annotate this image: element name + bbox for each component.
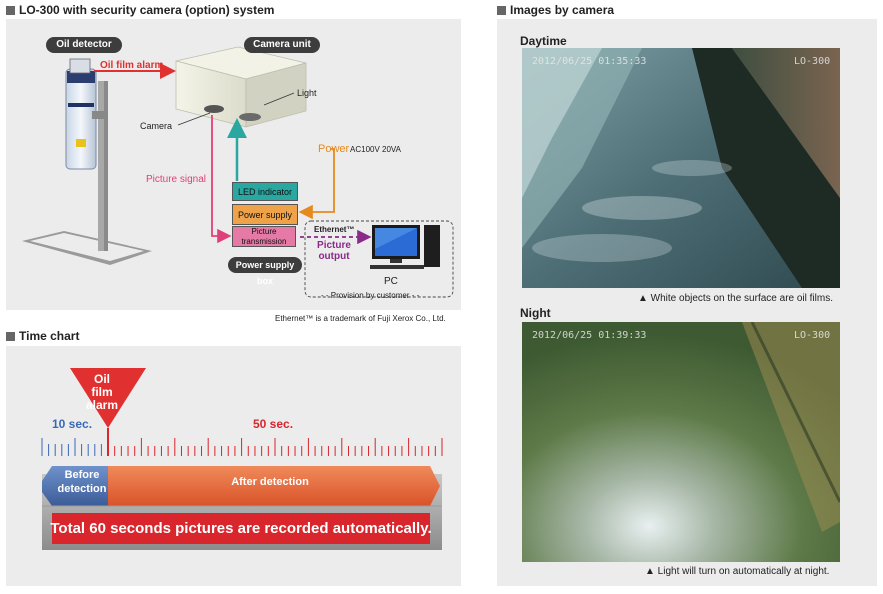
light-label: Light <box>297 88 317 98</box>
camera-unit-label: Camera unit <box>244 37 320 53</box>
daytime-model-stamp: LO-300 <box>794 56 831 67</box>
night-scene <box>522 322 840 562</box>
time-chart-graphic <box>41 368 443 550</box>
total-recording-banner: Total 60 seconds pictures are recorded a… <box>50 513 432 544</box>
power-supply-box-row: Power supply <box>232 204 298 225</box>
before-detection-label: Before detection <box>57 469 107 495</box>
picture-transmission-box: Picture transmission <box>232 226 296 247</box>
pc-label: PC <box>384 276 398 287</box>
power-supply-box-label: Power supply box <box>228 257 302 286</box>
picture-signal-label: Picture signal <box>146 174 207 185</box>
daytime-label: Daytime <box>520 34 567 48</box>
oil-detector-label: Oil detector <box>46 37 122 53</box>
before-detection-bar <box>42 466 108 506</box>
oil-detector-illustration <box>22 58 152 265</box>
night-timestamp: 2012/06/25 01:39:33 <box>532 330 647 341</box>
daytime-scene <box>522 48 840 288</box>
power-label: Power <box>318 143 350 155</box>
camera-unit-illustration <box>175 46 307 128</box>
time-chart-section-title: Time chart <box>6 329 79 343</box>
system-section-title: LO-300 with security camera (option) sys… <box>6 3 274 17</box>
alarm-triangle <box>70 368 146 428</box>
daytime-caption: ▲ White objects on the surface are oil f… <box>638 293 833 304</box>
camera-label: Camera <box>140 121 173 131</box>
provision-label: - - Provision by customer - - <box>321 291 420 300</box>
power-spec-label: AC100V 20VA <box>350 145 401 154</box>
night-photo: 2012/06/25 01:39:33 LO-300 <box>522 322 840 562</box>
night-label: Night <box>520 306 551 320</box>
night-caption: ▲ Light will turn on automatically at ni… <box>645 566 830 577</box>
ten-sec-label: 10 sec. <box>52 417 93 431</box>
daytime-timestamp: 2012/06/25 01:35:33 <box>532 56 647 67</box>
trademark-note: Ethernet™ is a trademark of Fuji Xerox C… <box>275 314 446 323</box>
picture-output-label: Picture output <box>317 240 351 262</box>
ethernet-label: Ethernet™ <box>314 225 355 234</box>
night-model-stamp: LO-300 <box>794 330 831 341</box>
led-indicator-box: LED indicator <box>232 182 298 201</box>
after-detection-label: After detection <box>231 476 309 488</box>
pc-illustration <box>370 225 440 269</box>
daytime-photo: 2012/06/25 01:35:33 LO-300 <box>522 48 840 288</box>
images-section-title: Images by camera <box>497 3 614 17</box>
fifty-sec-label: 50 sec. <box>253 417 294 431</box>
tick-marks <box>41 428 443 456</box>
oil-film-alarm-label: Oil film alarm <box>100 60 164 71</box>
after-detection-bar <box>108 466 440 506</box>
system-diagram <box>22 46 454 298</box>
alarm-text: Oil film alarm <box>85 372 119 412</box>
